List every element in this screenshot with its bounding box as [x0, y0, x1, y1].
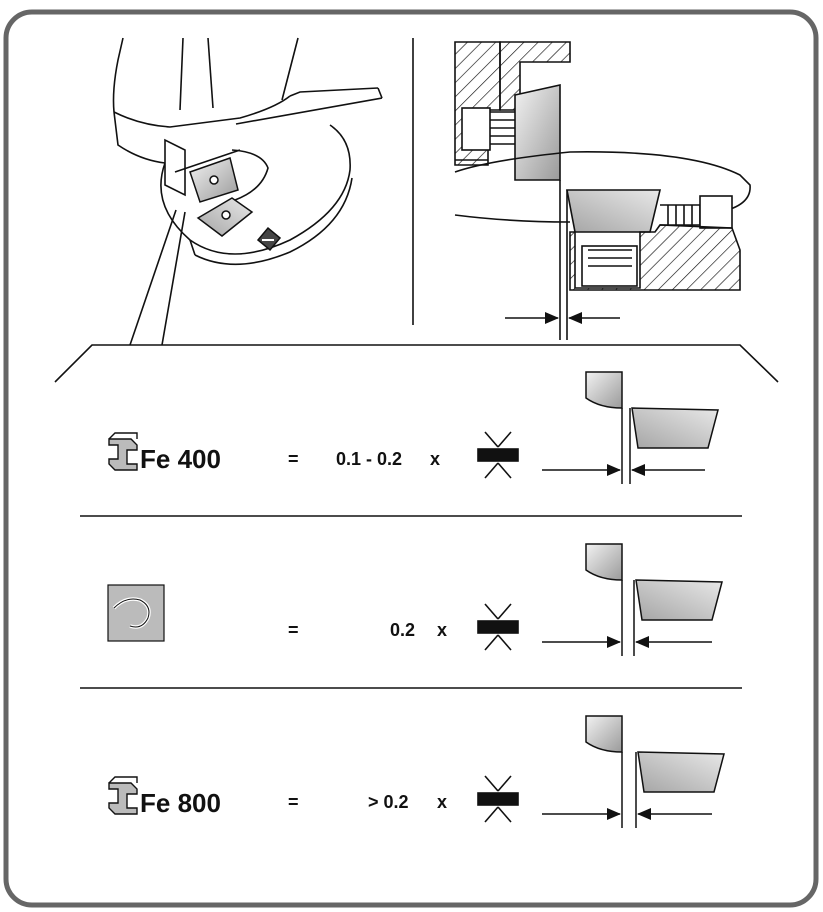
- thickness-symbol-icon: [477, 603, 519, 651]
- cutter-head-illustration: [112, 37, 383, 266]
- cutter-inserts: [189, 157, 282, 252]
- row-fe400: Fe 400 = 0.1 - 0.2 x: [108, 371, 719, 484]
- row-chip: = 0.2 x: [107, 543, 723, 656]
- i-beam-icon: [108, 432, 138, 471]
- cross-section-illustration: [454, 41, 751, 340]
- i-beam-icon: [108, 776, 138, 815]
- factor-value: > 0.2: [368, 792, 409, 812]
- row-fe800: Fe 800 = > 0.2 x: [108, 715, 725, 828]
- equals-sign: =: [288, 792, 299, 812]
- gap-sketch: [542, 715, 725, 828]
- equals-sign: =: [288, 449, 299, 469]
- material-label: Fe 800: [140, 788, 221, 818]
- times-sign: x: [437, 620, 447, 640]
- chip-curl-icon: [107, 584, 165, 642]
- times-sign: x: [430, 449, 440, 469]
- thickness-symbol-icon: [477, 431, 519, 479]
- factor-value: 0.1 - 0.2: [336, 449, 402, 469]
- times-sign: x: [437, 792, 447, 812]
- gap-sketch: [542, 371, 719, 484]
- outer-frame: [3, 9, 819, 908]
- factor-value: 0.2: [390, 620, 415, 640]
- callout-outline: [54, 209, 779, 383]
- equals-sign: =: [288, 620, 299, 640]
- thickness-symbol-icon: [477, 775, 519, 823]
- gap-sketch: [542, 543, 723, 656]
- material-label: Fe 400: [140, 444, 221, 474]
